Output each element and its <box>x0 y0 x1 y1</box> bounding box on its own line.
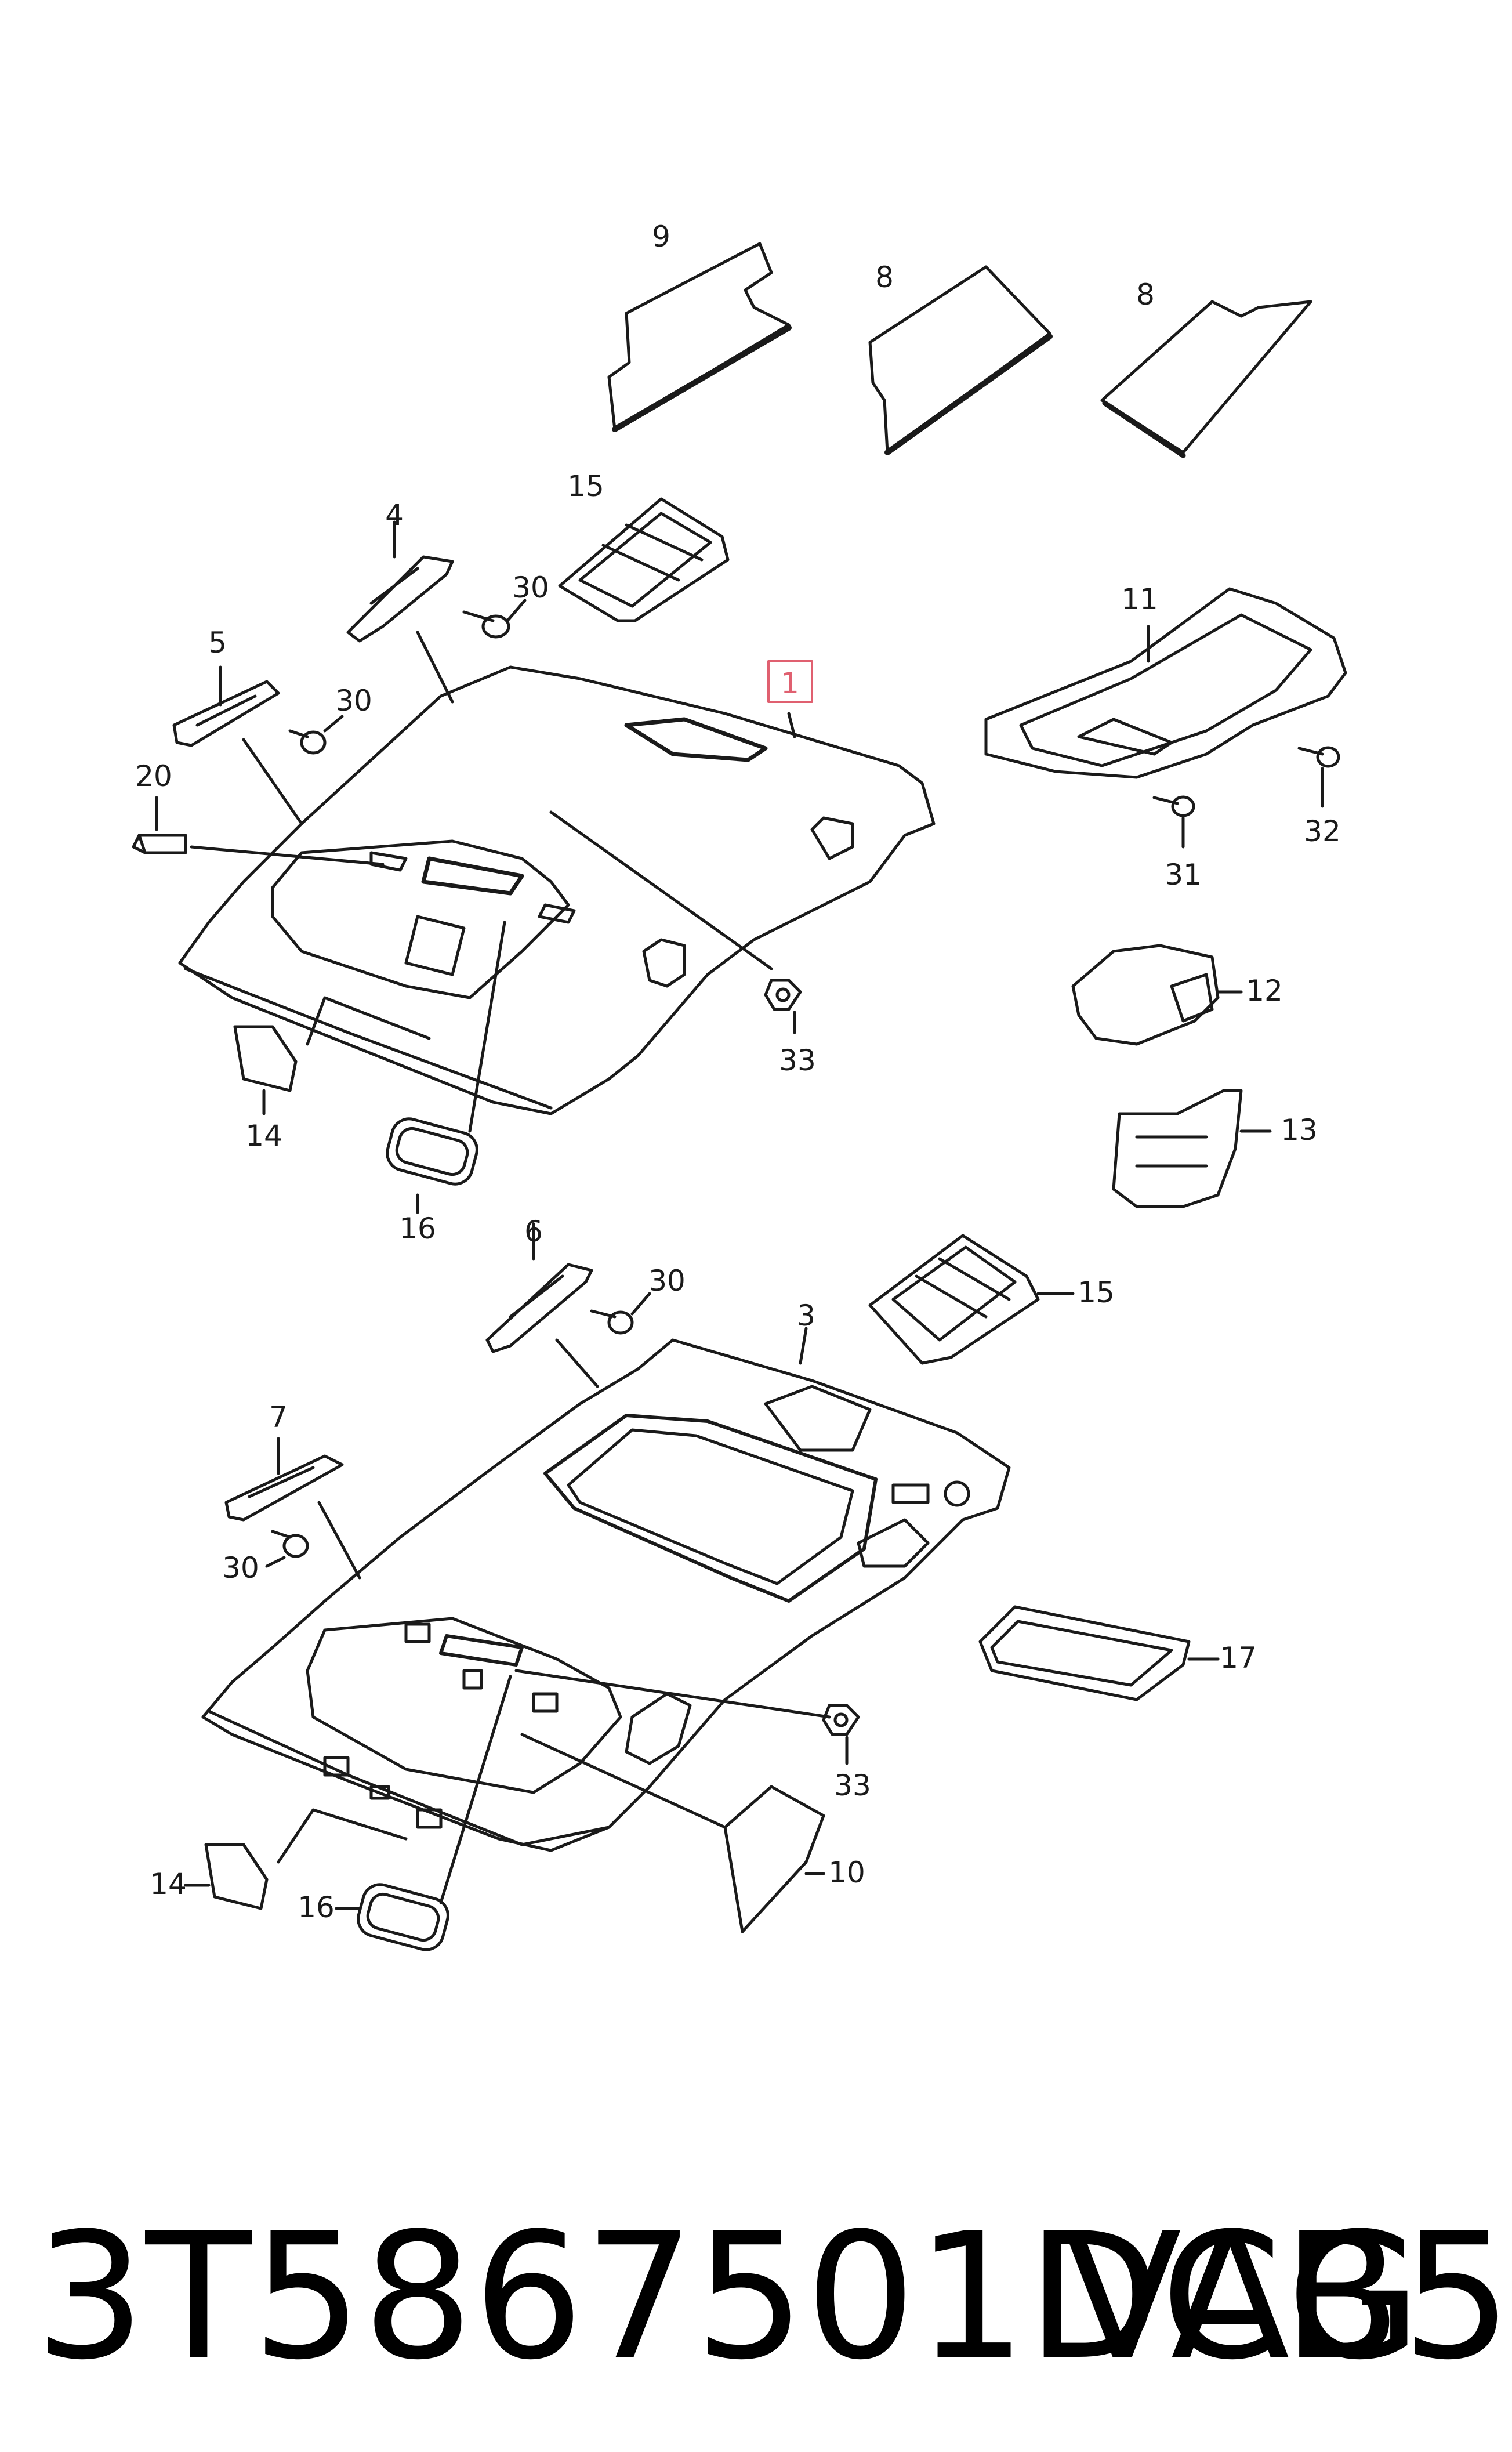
leader-14b <box>277 1808 408 1864</box>
leader-6b <box>555 1338 599 1388</box>
ring-16a <box>386 1117 478 1186</box>
screw-32 <box>1297 746 1340 768</box>
callout-13: 13 <box>1281 1113 1318 1147</box>
parts-diagram: 9 8 8 15 4 30 5 30 20 1 11 31 32 33 12 1… <box>132 220 1347 1951</box>
callout-14b: 14 <box>150 1867 187 1901</box>
console-frame-15b <box>868 1234 1040 1365</box>
leader-20b <box>190 845 385 866</box>
pad-10 <box>723 1785 825 1933</box>
leader-30a <box>506 599 527 622</box>
callout-30b: 30 <box>335 684 372 718</box>
screw-30b <box>288 729 327 755</box>
callout-16b: 16 <box>298 1890 335 1924</box>
highlight-box-1 <box>767 660 813 703</box>
leader-30c <box>630 1292 651 1316</box>
callout-1: 1 <box>781 667 799 700</box>
callout-30a: 30 <box>512 571 549 604</box>
insulation-pad-9 <box>607 242 792 432</box>
leader-7b <box>317 1501 361 1580</box>
grab-handle-7 <box>224 1454 344 1522</box>
leader-30d <box>265 1556 286 1568</box>
leader-1 <box>787 712 796 738</box>
callout-32: 32 <box>1304 814 1341 848</box>
callout-3: 3 <box>797 1299 815 1332</box>
headliner-3 <box>201 1338 1011 1852</box>
cover-12 <box>1071 944 1220 1046</box>
grab-handle-6 <box>485 1263 593 1353</box>
roof-console-11 <box>984 587 1347 779</box>
brand-label: VAG <box>1063 2196 1422 2398</box>
callout-17: 17 <box>1220 1641 1257 1675</box>
callout-7: 7 <box>269 1400 288 1434</box>
callout-30c: 30 <box>648 1264 686 1298</box>
pad-14b <box>204 1843 269 1910</box>
callout-8b: 8 <box>1136 278 1155 312</box>
callout-11: 11 <box>1121 582 1158 616</box>
leader-1b <box>549 810 773 970</box>
callout-14a: 14 <box>245 1119 282 1153</box>
callout-15b: 15 <box>1078 1276 1115 1309</box>
screw-30d <box>271 1530 309 1558</box>
pad-20 <box>132 834 187 854</box>
callout-33a: 33 <box>779 1044 816 1077</box>
part-number: 3T5867501DCB5 <box>35 2196 1512 2398</box>
callout-30d: 30 <box>222 1551 259 1585</box>
callout-9: 9 <box>652 220 670 253</box>
footer: 3T5867501DCB5 VAG <box>0 2181 1512 2425</box>
callout-10: 10 <box>828 1856 865 1889</box>
console-frame-15a <box>558 497 730 622</box>
callout-15a: 15 <box>567 469 604 503</box>
insulation-pad-8b <box>1100 300 1312 458</box>
callout-4: 4 <box>385 498 404 532</box>
callout-31: 31 <box>1165 858 1202 892</box>
clip-33b <box>822 1704 860 1736</box>
screw-30c <box>590 1309 634 1335</box>
callout-33b: 33 <box>834 1769 871 1802</box>
pad-14a <box>233 1025 298 1092</box>
grab-handle-4 <box>346 555 454 643</box>
leader-33b-line <box>514 1669 831 1719</box>
seal-17 <box>978 1605 1191 1701</box>
callout-6: 6 <box>524 1215 543 1248</box>
leader-16b <box>439 1675 512 1904</box>
leader-4b <box>416 631 454 704</box>
callout-5: 5 <box>208 626 227 660</box>
leader-14a <box>306 996 431 1046</box>
ring-16b <box>357 1883 449 1951</box>
trim-13 <box>1112 1089 1243 1208</box>
leader-5b <box>242 738 303 825</box>
screw-31 <box>1152 795 1195 817</box>
leader-10-line <box>520 1733 727 1829</box>
leader-3 <box>799 1327 808 1365</box>
screw-30a <box>462 610 510 639</box>
leader-16a <box>468 921 506 1133</box>
callout-8a: 8 <box>875 260 894 294</box>
callout-20: 20 <box>135 759 172 793</box>
callout-16a: 16 <box>399 1212 436 1245</box>
callout-12: 12 <box>1246 974 1283 1008</box>
grab-handle-5 <box>172 680 280 747</box>
clip-33a <box>764 979 802 1011</box>
insulation-pad-8a <box>868 265 1053 455</box>
headliner-1 <box>178 665 936 1115</box>
leader-30b <box>323 715 344 733</box>
